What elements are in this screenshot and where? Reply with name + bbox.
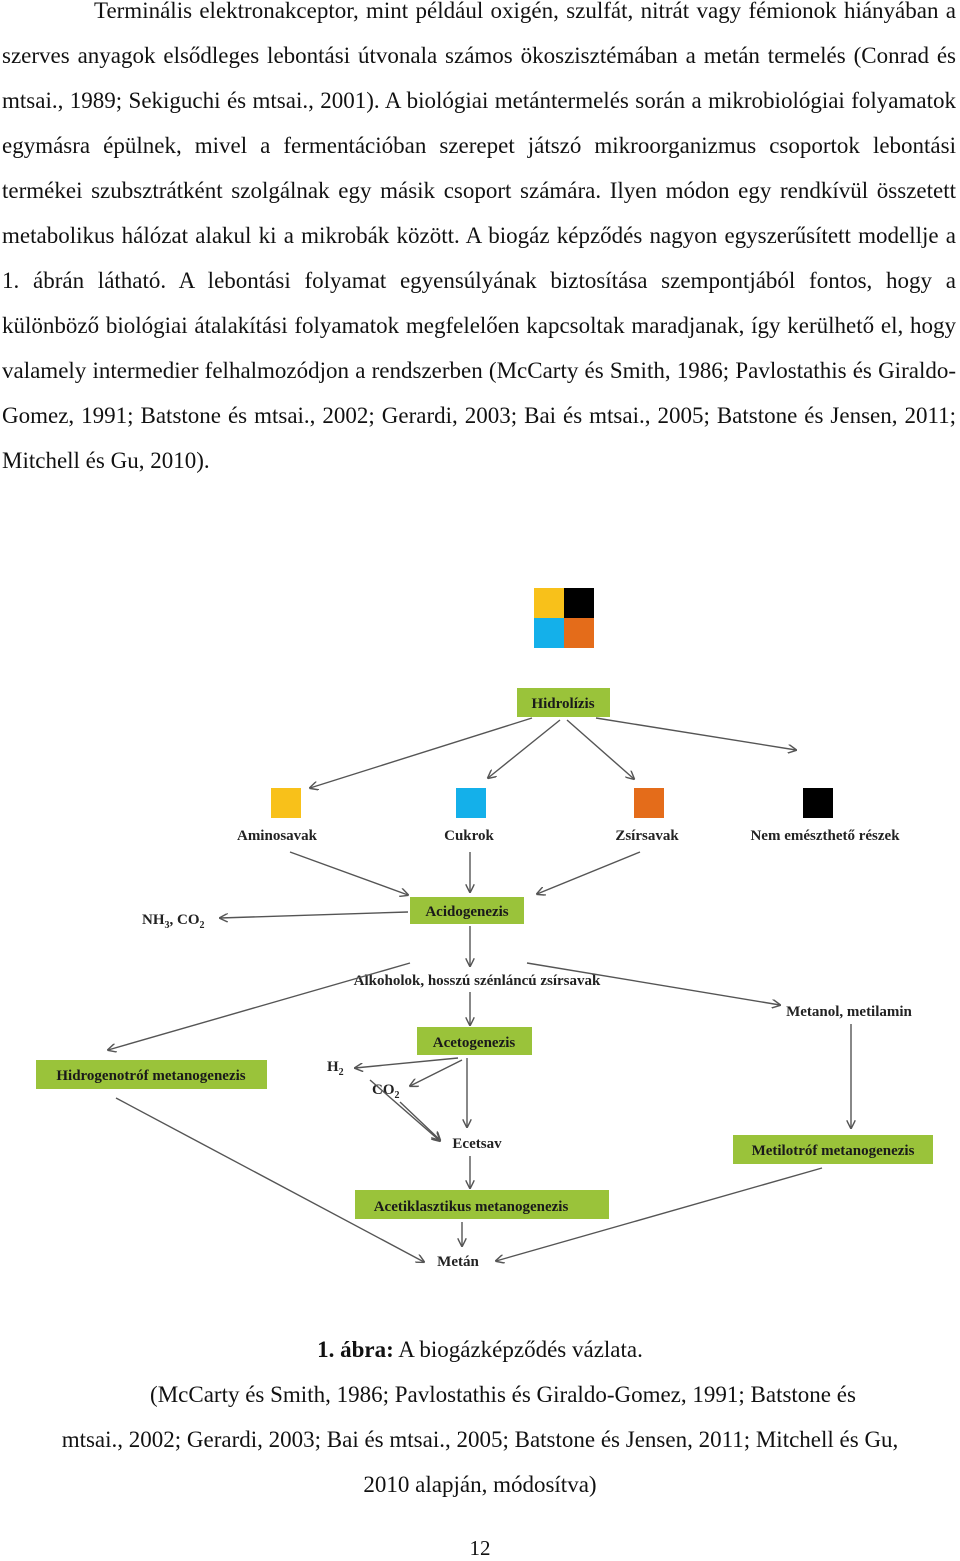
- body-text: Terminális elektronakceptor, mint példáu…: [2, 0, 956, 473]
- arrow-amino-to-acidogenesis: [289, 851, 408, 895]
- acidogenesis-label: Acidogenezis: [425, 904, 508, 920]
- hydrogenotrophic-box: Hidrogenotróf metanogenezis: [36, 1060, 267, 1089]
- nh3-co2-label: NH3, CO2: [142, 912, 205, 931]
- methylotrophic-label: Metilotróf metanogenezis: [752, 1143, 915, 1159]
- page-number: 12: [469, 1536, 491, 1560]
- hydrolysis-label: Hidrolízis: [531, 696, 594, 712]
- figure-caption-title: 1. ábra: A biogázképződés vázlata.: [0, 1327, 960, 1372]
- fattyacids-label: Zsírsavak: [615, 828, 679, 844]
- arrow-to-hydrogenotrophic: [108, 962, 411, 1050]
- arrow-to-methanol: [526, 962, 780, 1005]
- arrow-hydrogenotrophic-to-methane: [115, 1097, 424, 1262]
- arrow-to-indigestible: [595, 717, 796, 750]
- aminoacids-label: Aminosavak: [237, 828, 318, 844]
- arrow-h2-to-acetate: [369, 1079, 440, 1141]
- acidogenesis-box: Acidogenezis: [410, 897, 524, 924]
- indigestible-square: [803, 788, 833, 818]
- biogas-diagram: Hidrolízis Aminosavak Cukrok Zsírsavak N…: [36, 588, 933, 1270]
- body-paragraph: Terminális elektronakceptor, mint példáu…: [2, 0, 956, 483]
- arrow-methylotrophic-to-methane: [496, 1167, 823, 1261]
- figure-caption-line4: 2010 alapján, módosítva): [363, 1472, 597, 1497]
- sugar-square: [456, 788, 486, 818]
- amino-square: [271, 788, 301, 818]
- hydrolysis-arrows: [310, 717, 796, 788]
- acetogenesis-label: Acetogenezis: [433, 1035, 516, 1051]
- hydrolysis-box: Hidrolízis: [517, 688, 610, 717]
- acidogenesis-input-arrows: [220, 851, 641, 918]
- indigestible-label: Nem emészthető részek: [750, 828, 900, 844]
- arrow-to-nh3-co2: [220, 911, 409, 918]
- arrow-fatty-to-acidogenesis: [537, 851, 641, 894]
- sugar-square-top: [534, 618, 564, 648]
- acetogenesis-output-arrows: [355, 1057, 467, 1141]
- acetate-label: Ecetsav: [452, 1136, 502, 1152]
- acetoclastic-box: Acetiklasztikus metanogenezis: [355, 1190, 609, 1219]
- acetogenesis-box: Acetogenezis: [417, 1027, 532, 1055]
- amino-square-top: [534, 588, 564, 618]
- h2-label: H2: [327, 1059, 344, 1078]
- fatty-square-top: [564, 618, 594, 648]
- arrow-to-sugars: [488, 719, 561, 778]
- acidogenesis-output-arrows: [108, 962, 851, 1128]
- figure-caption-line3: mtsai., 2002; Gerardi, 2003; Bai és mtsa…: [61, 1427, 899, 1452]
- arrow-to-co2: [410, 1059, 463, 1086]
- sugars-label: Cukrok: [444, 828, 494, 844]
- alcohols-label: Alkoholok, hosszú szénláncú zsírsavak: [354, 973, 601, 989]
- methylotrophic-box: Metilotróf metanogenezis: [733, 1135, 933, 1164]
- indigestible-square-top: [564, 588, 594, 618]
- arrow-to-fattyacids: [566, 719, 634, 779]
- hydrogenotrophic-label: Hidrogenotróf metanogenezis: [56, 1068, 245, 1084]
- figure-title: A biogázképződés vázlata.: [393, 1337, 643, 1362]
- acetoclastic-label: Acetiklasztikus metanogenezis: [374, 1199, 569, 1215]
- arrow-co2-to-acetate: [399, 1101, 440, 1140]
- methanol-label: Metanol, metilamin: [786, 1004, 912, 1020]
- arrow-to-h2: [355, 1057, 459, 1068]
- methane-input-arrows: [115, 1097, 823, 1262]
- methane-label: Metán: [437, 1254, 479, 1270]
- legend-squares: [534, 588, 594, 648]
- arrow-to-aminoacids: [310, 717, 533, 788]
- fatty-square: [634, 788, 664, 818]
- figure-label: 1. ábra:: [317, 1337, 394, 1362]
- figure-caption-line2: (McCarty és Smith, 1986; Pavlostathis és…: [150, 1382, 856, 1407]
